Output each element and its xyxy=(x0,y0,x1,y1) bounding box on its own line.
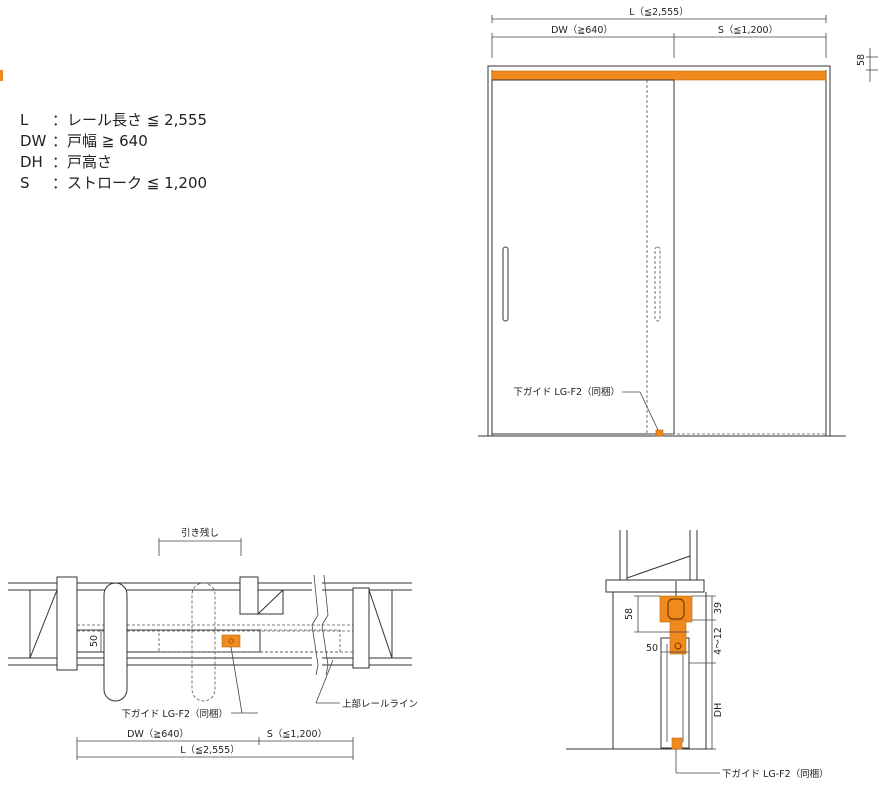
header-block xyxy=(605,579,705,593)
hanger-roller xyxy=(667,598,685,620)
hanger-stem xyxy=(669,619,687,655)
upper-rail xyxy=(491,70,827,81)
dim-label-dh: DH xyxy=(713,703,724,717)
dim-label-s: S（≦1,200） xyxy=(718,24,778,36)
jamb-post-left xyxy=(56,576,78,671)
stud-diagonal xyxy=(257,589,284,615)
legend-row-s: S ：ストローク ≦ 1,200 xyxy=(20,173,207,194)
legend-desc: ：戸高さ xyxy=(52,153,113,171)
plan-view: 引き残し 50 xyxy=(8,527,418,760)
door-panel xyxy=(491,79,675,435)
break-line xyxy=(321,574,329,676)
leader-line xyxy=(315,659,334,704)
legend-desc: ：ストローク ≦ 1,200 xyxy=(52,174,208,192)
dim-label-39: 39 xyxy=(713,602,724,614)
dim-label-hikinokoshi: 引き残し xyxy=(181,527,219,539)
jamb-post-center xyxy=(239,576,259,615)
dim-label-dw: DW（≧640） xyxy=(127,728,189,740)
lower-guide-section xyxy=(671,737,683,750)
dim-label-50: 50 xyxy=(646,643,658,654)
pull-handle xyxy=(103,582,128,702)
legend-row-dw: DW ：戸幅 ≧ 640 xyxy=(20,131,207,152)
dim-label-rail: 58 xyxy=(856,54,867,66)
accent-tab xyxy=(0,70,3,81)
section-view: 下ガイド LG-F2（同梱） 58 50 39 4～12 DH xyxy=(566,530,829,780)
lower-guide-plan xyxy=(221,634,241,648)
legend-row-l: L ：レール長さ ≦ 2,555 xyxy=(20,110,207,131)
rail-line-label: 上部レールライン xyxy=(342,698,418,710)
dim-label-50: 50 xyxy=(89,635,100,647)
front-elevation: L（≦2,555） DW（≧640） S（≦1,200） 58 下ガイド xyxy=(478,6,878,437)
guide-label-section: 下ガイド LG-F2（同梱） xyxy=(722,768,829,780)
dim-label-s: S（≦1,200） xyxy=(267,728,327,740)
guide-screw-icon xyxy=(228,638,234,644)
legend-desc: ：レール長さ ≦ 2,555 xyxy=(52,111,208,129)
dim-label-58: 58 xyxy=(624,608,635,620)
legend-desc: ：戸幅 ≧ 640 xyxy=(52,132,148,150)
leader-line xyxy=(639,391,659,431)
door-open-position xyxy=(158,629,341,653)
legend-row-dh: DH ：戸高さ xyxy=(20,152,207,173)
legend-key: DW xyxy=(20,132,47,150)
dim-label-l: L（≦2,555） xyxy=(629,6,688,18)
door-frame xyxy=(487,65,831,437)
legend-key: L xyxy=(20,111,29,129)
handle-open-position xyxy=(654,246,661,322)
header-diagonal xyxy=(626,555,691,579)
legend-key: DH xyxy=(20,153,43,171)
dim-label-4-12: 4～12 xyxy=(713,627,724,655)
dim-label-l: L（≦2,555） xyxy=(180,744,239,756)
door-handle xyxy=(502,246,509,322)
legend-key: S xyxy=(20,174,30,192)
pull-handle-open xyxy=(191,582,216,702)
legend: L ：レール長さ ≦ 2,555 DW ：戸幅 ≧ 640 DH ：戸高さ S … xyxy=(20,110,207,194)
hanger-bracket xyxy=(659,595,693,623)
jamb-post-right xyxy=(352,587,370,669)
dim-label-dw: DW（≧640） xyxy=(551,24,613,36)
guide-label-plan: 下ガイド LG-F2（同梱） xyxy=(121,708,228,720)
leader-line xyxy=(230,646,243,714)
stud-diagonal xyxy=(29,589,58,659)
stud-diagonal xyxy=(368,589,393,659)
hanger-bolt-icon xyxy=(674,642,682,650)
lower-guide xyxy=(655,429,664,437)
door-section xyxy=(660,637,690,749)
break-line xyxy=(311,574,319,676)
guide-label: 下ガイド LG-F2（同梱） xyxy=(513,386,620,398)
